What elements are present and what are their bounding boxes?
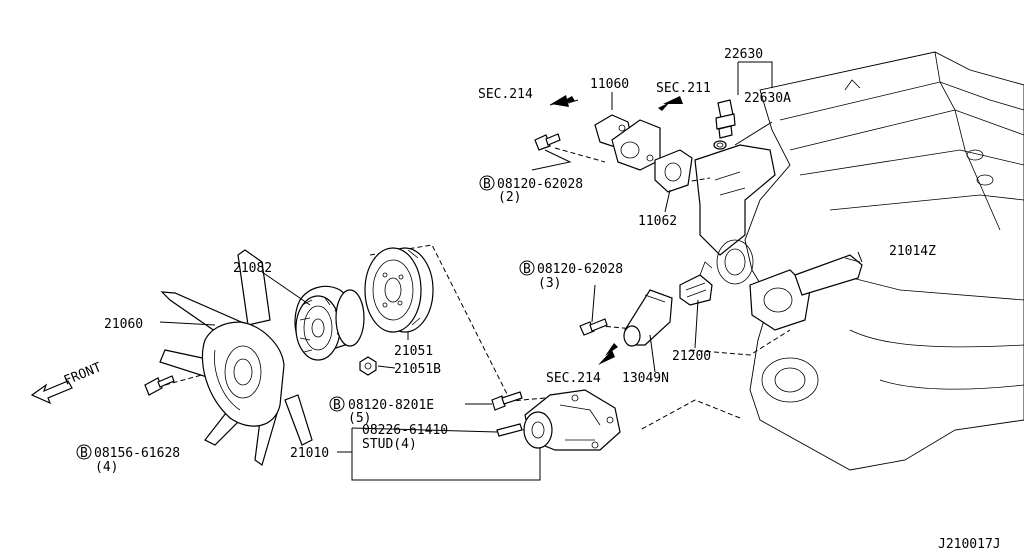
diagram-id: J210017J — [938, 537, 1001, 552]
radiator-hose — [794, 254, 863, 296]
label-bolt-mid-qty: (3) — [538, 276, 561, 291]
label-21014z: 21014Z — [889, 244, 936, 259]
label-22630a: 22630A — [744, 91, 791, 106]
label-bolt-8201e-qty: (5) — [348, 411, 371, 426]
label-bolt-top: 08120-62028 — [497, 177, 583, 192]
outlet-gasket — [654, 149, 693, 193]
label-21060: 21060 — [104, 317, 143, 332]
temperature-sensor — [713, 99, 736, 150]
leader-lines — [159, 61, 863, 481]
engine-block-outline — [744, 51, 1024, 471]
label-bolt-8201e: 08120-8201E — [348, 398, 434, 413]
label-bolt-mid: 08120-62028 — [537, 262, 623, 277]
b-mark-mid: B — [523, 262, 531, 277]
fan-coupling — [294, 285, 365, 361]
pulley-nut — [359, 356, 377, 376]
front-arrow-icon — [30, 380, 73, 405]
label-sec214-top: SEC.214 — [478, 87, 533, 102]
label-21082: 21082 — [233, 261, 272, 276]
label-bolt-fan-qty: (4) — [95, 460, 118, 475]
label-sec214-mid: SEC.214 — [546, 371, 601, 386]
water-outlet-11060 — [594, 114, 661, 171]
pump-stud — [496, 423, 523, 437]
water-inlet — [749, 269, 811, 331]
label-21051b: 21051B — [394, 362, 441, 377]
water-pump-pulley — [364, 247, 434, 333]
label-stud-pn: 08226-61410 — [362, 423, 448, 438]
thermostat — [679, 261, 713, 306]
label-stud: STUD(4) — [362, 437, 417, 452]
housing-bolt — [579, 318, 608, 336]
label-13049n: 13049N — [622, 371, 669, 386]
label-21200: 21200 — [672, 349, 711, 364]
label-22630: 22630 — [724, 47, 763, 62]
b-mark-pump: B — [333, 398, 341, 413]
thermostat-housing — [623, 289, 673, 347]
label-sec211: SEC.211 — [656, 81, 711, 96]
label-11060: 11060 — [590, 77, 629, 92]
b-mark-fan: B — [80, 446, 88, 461]
label-11062: 11062 — [638, 214, 677, 229]
label-21051: 21051 — [394, 344, 433, 359]
b-mark-top: B — [483, 177, 491, 192]
fan-bolt — [144, 375, 175, 396]
cooling-fan — [159, 249, 313, 466]
label-front: FRONT — [62, 360, 104, 389]
water-pump — [523, 389, 621, 451]
outlet-bolt — [534, 133, 561, 151]
label-21010: 21010 — [290, 446, 329, 461]
direction-arrows — [30, 95, 683, 405]
label-bolt-top-qty: (2) — [498, 190, 521, 205]
water-outlet-housing — [694, 144, 776, 285]
label-bolt-fan: 08156-61628 — [94, 446, 180, 461]
b-marks: B B B B — [76, 175, 535, 461]
pump-bolt — [491, 391, 523, 411]
